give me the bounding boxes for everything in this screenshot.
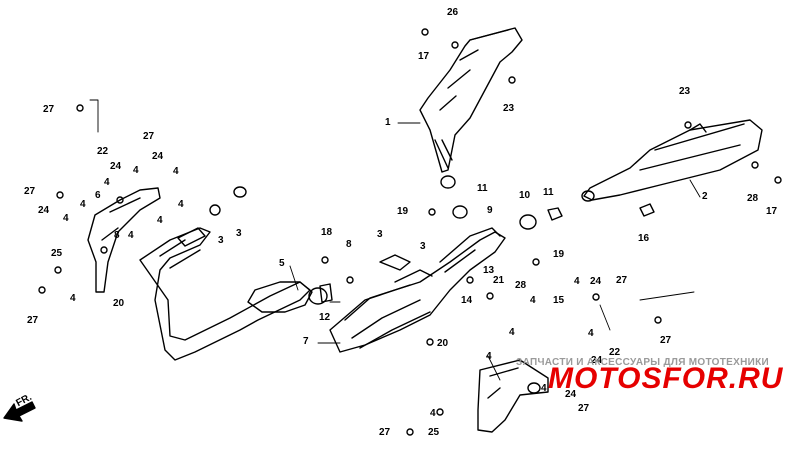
callout-5: 5 xyxy=(279,258,285,269)
callout-25a: 25 xyxy=(51,248,63,259)
callout-14: 14 xyxy=(461,295,473,306)
callout-24f: 24 xyxy=(565,389,577,400)
watermark-caption: ЗАПЧАСТИ И АКСЕССУАРЫ ДЛЯ МОТОТЕХНИКИ xyxy=(516,357,769,368)
callout-10: 10 xyxy=(519,190,531,201)
callout-27h: 27 xyxy=(379,427,391,438)
callout-27a: 27 xyxy=(43,104,55,115)
callout-24c: 24 xyxy=(38,205,50,216)
callout-4g: 4 xyxy=(157,215,163,226)
callout-26: 26 xyxy=(447,7,459,18)
callout-8b: 8 xyxy=(346,239,352,250)
callout-27b: 27 xyxy=(143,131,155,142)
callout-4l: 4 xyxy=(509,327,515,338)
callout-13: 13 xyxy=(483,265,495,276)
callout-3a: 3 xyxy=(218,235,224,246)
callout-15: 15 xyxy=(553,295,565,306)
callout-8a: 8 xyxy=(114,230,120,241)
callout-17b: 17 xyxy=(766,206,778,217)
callout-27e: 27 xyxy=(616,275,628,286)
callout-4k: 4 xyxy=(574,276,580,287)
callout-20a: 20 xyxy=(113,298,125,309)
callout-2: 2 xyxy=(702,191,708,202)
callout-7: 7 xyxy=(303,336,309,347)
callout-4h: 4 xyxy=(128,230,134,241)
callout-4c: 4 xyxy=(104,177,110,188)
callout-28a: 28 xyxy=(515,280,527,291)
callout-4d: 4 xyxy=(80,199,86,210)
callout-6: 6 xyxy=(95,190,101,201)
callout-25b: 25 xyxy=(428,427,440,438)
callout-24b: 24 xyxy=(152,151,164,162)
callout-3d: 3 xyxy=(420,241,426,252)
callout-3c: 3 xyxy=(377,229,383,240)
leader-lines xyxy=(89,99,701,381)
callout-4b: 4 xyxy=(173,166,179,177)
callout-9: 9 xyxy=(487,205,493,216)
callout-4m: 4 xyxy=(588,328,594,339)
callout-27c: 27 xyxy=(24,186,36,197)
callout-24e: 24 xyxy=(591,355,603,366)
fasteners xyxy=(38,28,782,436)
callout-27f: 27 xyxy=(660,335,672,346)
callout-24a: 24 xyxy=(110,161,122,172)
callout-11a: 11 xyxy=(477,183,488,194)
callout-22b: 22 xyxy=(609,347,621,358)
callout-4o: 4 xyxy=(541,383,547,394)
callout-20b: 20 xyxy=(437,338,449,349)
callout-11b: 11 xyxy=(543,187,554,198)
callout-27d: 27 xyxy=(27,315,39,326)
callout-1: 1 xyxy=(385,117,391,128)
callout-19b: 19 xyxy=(553,249,565,260)
callout-4a: 4 xyxy=(133,165,139,176)
collector-pipe xyxy=(329,227,506,353)
callout-4j: 4 xyxy=(530,295,536,306)
callout-3b: 3 xyxy=(236,228,242,239)
callout-12: 12 xyxy=(319,312,331,323)
callout-23a: 23 xyxy=(503,103,515,114)
callout-22a: 22 xyxy=(97,146,109,157)
callout-28b: 28 xyxy=(747,193,759,204)
muffler-upper xyxy=(419,27,523,189)
callout-4i: 4 xyxy=(70,293,76,304)
callout-24d: 24 xyxy=(590,276,602,287)
front-pipe-assembly xyxy=(139,227,328,361)
callout-18: 18 xyxy=(321,227,333,238)
callout-23b: 23 xyxy=(679,86,691,97)
callout-4f: 4 xyxy=(178,199,184,210)
callout-4e: 4 xyxy=(63,213,69,224)
muffler-right xyxy=(581,119,763,202)
callout-21: 21 xyxy=(493,275,505,286)
callout-4p: 4 xyxy=(430,408,436,419)
joint-pipe-lower xyxy=(477,359,549,433)
watermark-logo: MOTOSFOR.RU xyxy=(548,362,784,395)
callout-16: 16 xyxy=(638,233,650,244)
front-direction-arrow-icon xyxy=(3,401,36,422)
callout-17a: 17 xyxy=(418,51,430,62)
mounting-bracket xyxy=(87,187,161,293)
callout-4n: 4 xyxy=(486,351,492,362)
callout-19a: 19 xyxy=(397,206,409,217)
callout-27g: 27 xyxy=(578,403,590,414)
